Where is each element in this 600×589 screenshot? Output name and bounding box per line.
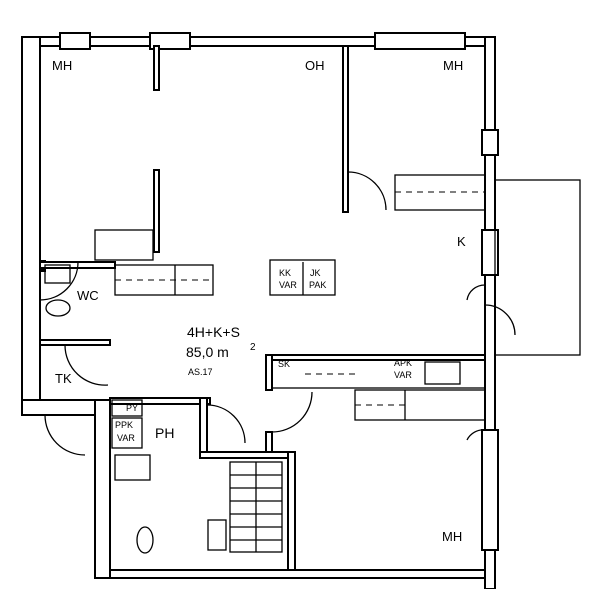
- room-label-mh-top-right: MH: [443, 58, 463, 73]
- windows: [59, 32, 499, 551]
- room-label-wc: WC: [77, 288, 99, 303]
- outer-walls: [21, 36, 496, 589]
- fixture-ppk: PPK: [115, 420, 133, 430]
- sanitary-fixtures: [44, 264, 154, 554]
- fixture-apk: APK: [394, 358, 412, 368]
- fixture-jk: JK: [310, 268, 321, 278]
- fixture-py: PY: [126, 403, 138, 413]
- apartment-area: 85,0 m: [186, 344, 229, 360]
- room-label-mh-top-left: MH: [52, 58, 72, 73]
- door-swings: [39, 171, 516, 456]
- cabinets: [94, 174, 486, 449]
- room-label-mh-bottom: MH: [442, 529, 462, 544]
- area-unit: m: [217, 344, 229, 360]
- area-unit-exponent: 2: [250, 342, 256, 353]
- balcony: [494, 179, 581, 356]
- room-label-k: K: [457, 234, 466, 249]
- apartment-type: 4H+K+S: [187, 324, 240, 340]
- room-label-oh: OH: [305, 58, 325, 73]
- fixture-apk-var: VAR: [394, 370, 412, 380]
- fixture-jk-pak: PAK: [309, 280, 326, 290]
- fixture-sk: SK: [278, 359, 290, 369]
- room-label-tk: TK: [55, 371, 72, 386]
- area-value: 85,0: [186, 344, 213, 360]
- sauna-bench: [207, 461, 283, 553]
- fixture-kk: KK: [279, 268, 291, 278]
- fixture-ppk-var: VAR: [117, 433, 135, 443]
- apartment-number: AS.17: [188, 367, 213, 377]
- room-label-ph: PH: [155, 425, 174, 441]
- fixture-kk-var: VAR: [279, 280, 297, 290]
